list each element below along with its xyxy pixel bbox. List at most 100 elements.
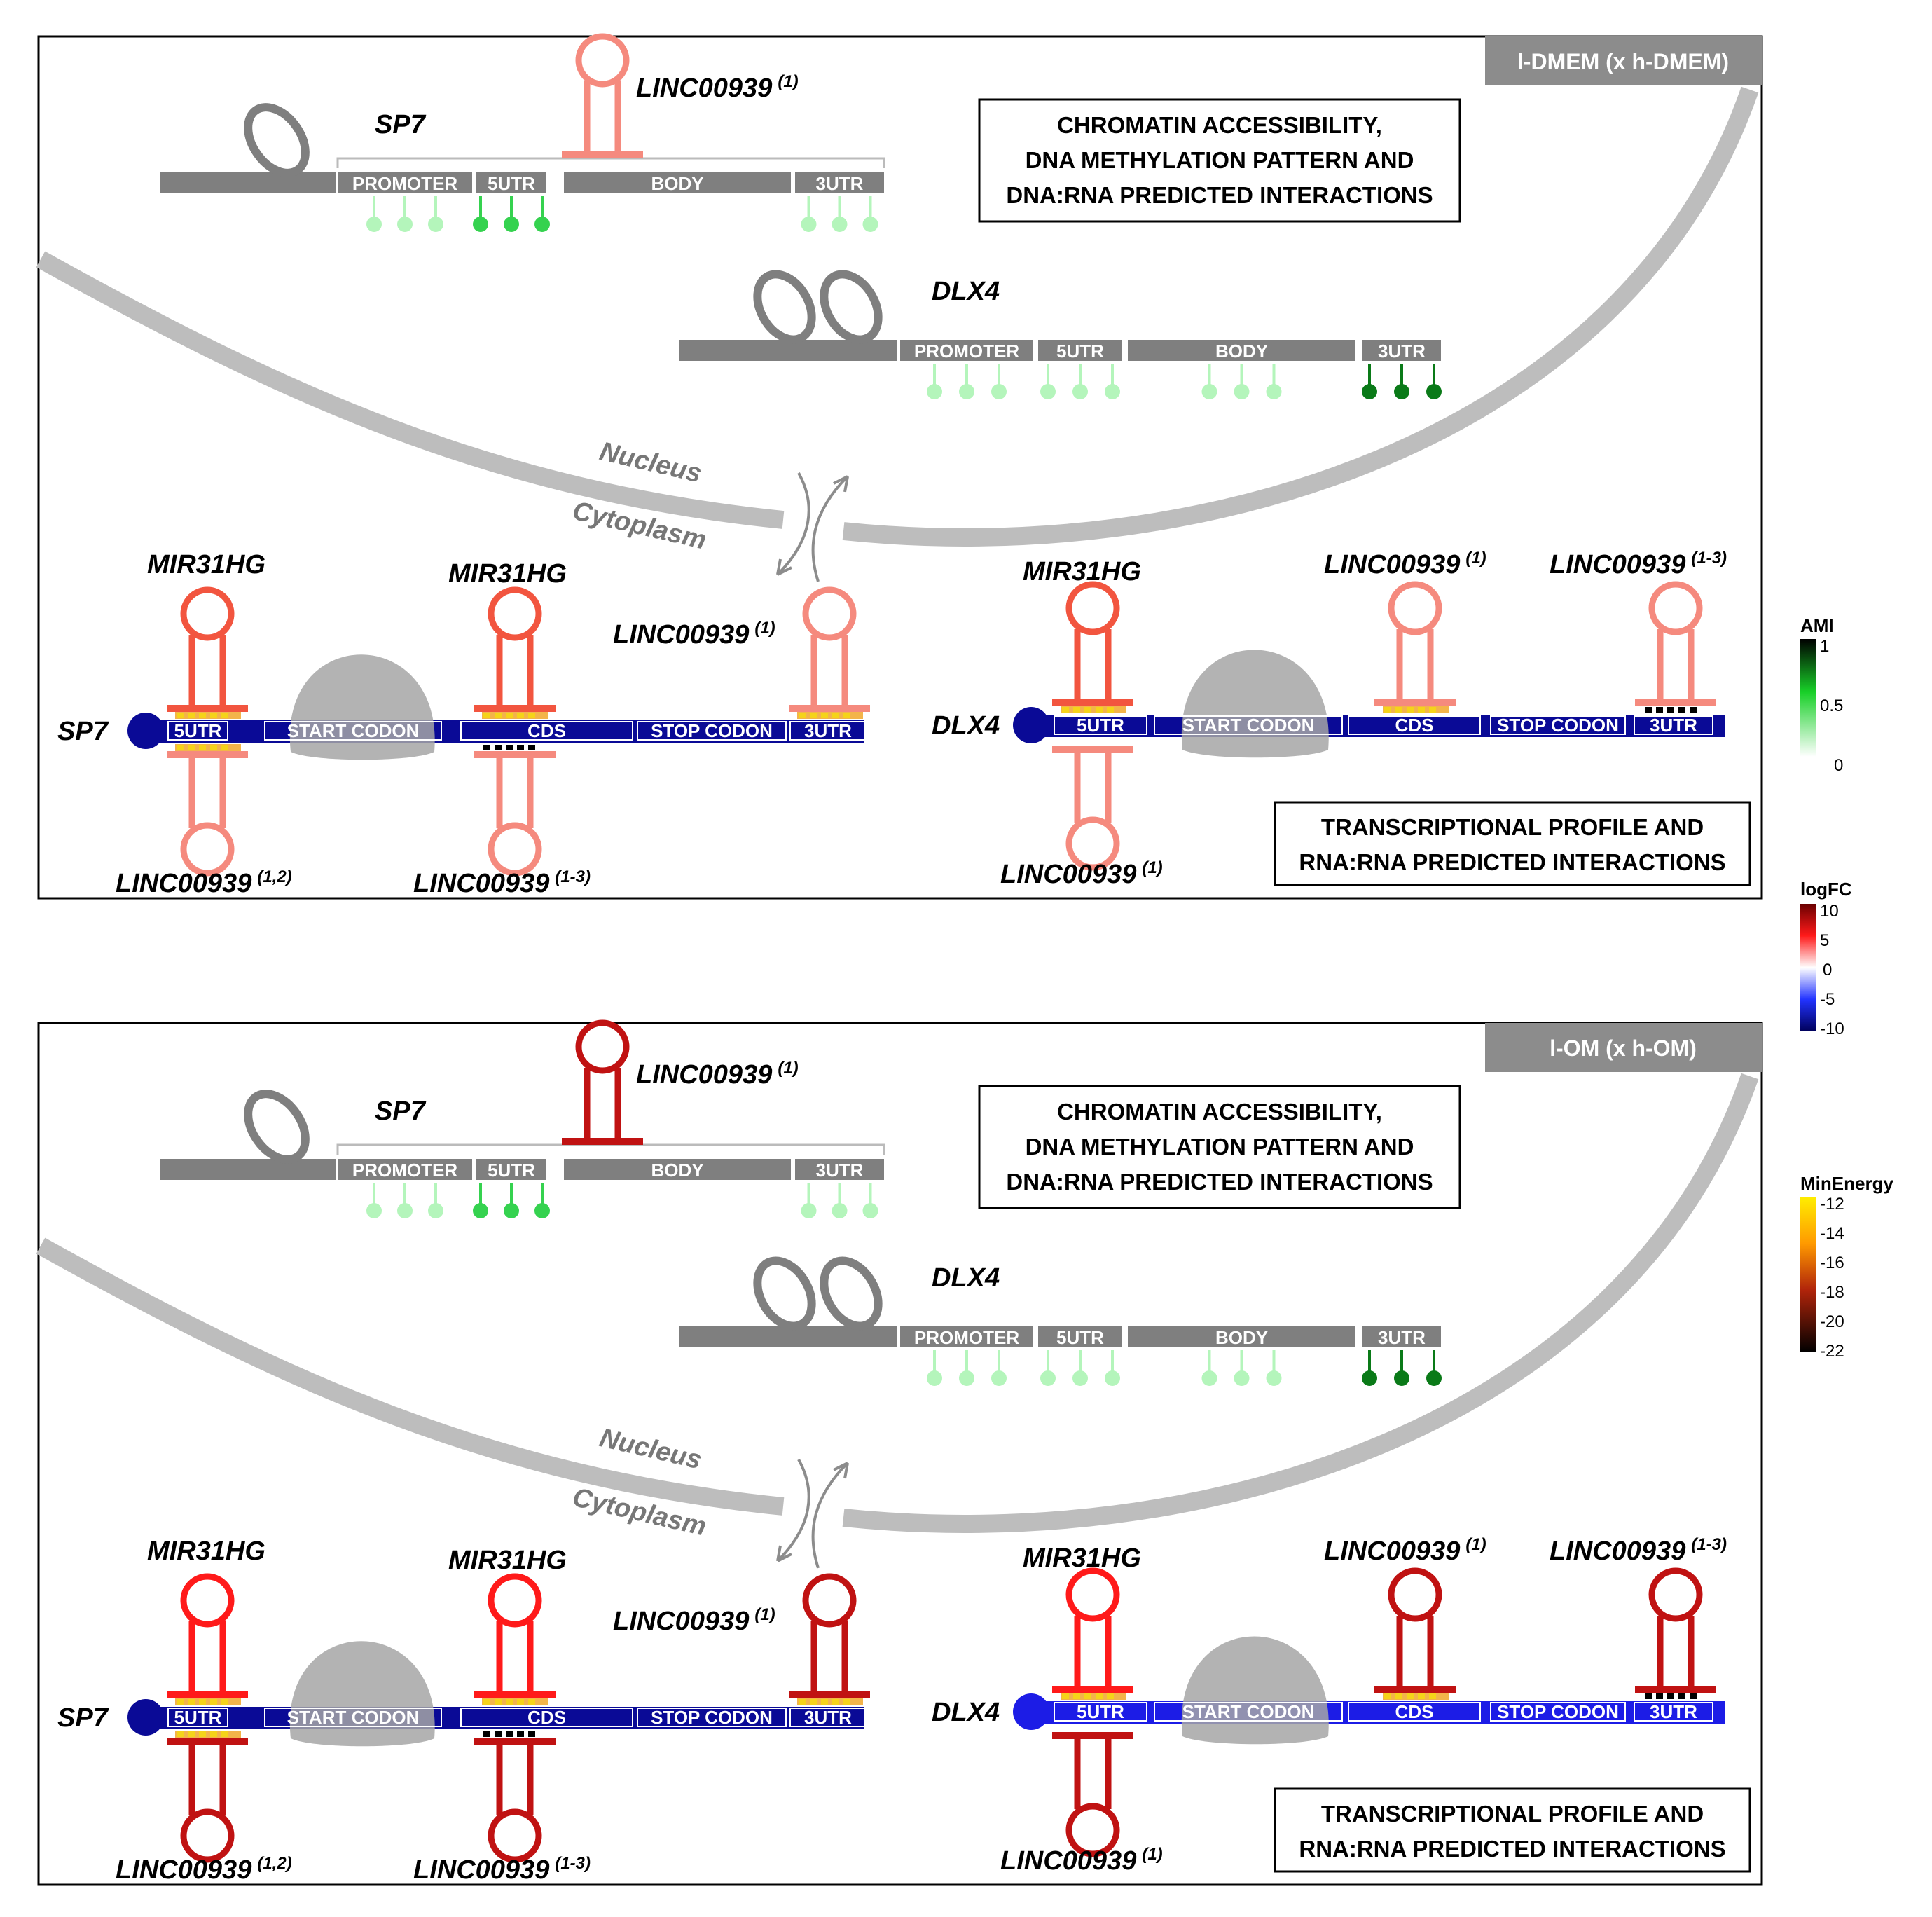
methylation-marker-head	[1040, 1370, 1056, 1386]
basepair-lnc-5utr-bp	[199, 745, 206, 750]
sp7-mrna-segment-label: CDS	[527, 720, 566, 741]
lnc-hairpin-dlx4-3utr-base	[1635, 699, 1716, 706]
lnc-label-dlx4-5utr-sup: (1)	[1142, 1845, 1162, 1864]
nuclear-info-box	[978, 1085, 1461, 1209]
sp7-dna-lnc-hairpin-base	[562, 1138, 643, 1145]
sp7-upstream-dna	[160, 172, 336, 193]
lnc-label-dlx4-3utr-sup: (1-3)	[1691, 549, 1727, 568]
sp7-gene-segment-label: PROMOTER	[352, 173, 457, 194]
methylation-marker-head	[397, 1203, 413, 1218]
basepair-lnc-5utr-bp	[210, 745, 217, 750]
methylation-marker-head	[1234, 1370, 1250, 1386]
basepair-lnc-5utr-bp	[177, 745, 184, 750]
condition-tab	[1485, 36, 1762, 85]
sp7-mrna-segment-label: STOP CODON	[651, 720, 773, 741]
mir31hg-hairpin-5utr-base	[167, 1691, 248, 1698]
basepair-mir-cds-bp	[506, 1699, 513, 1705]
lnc-label-dlx4-5utr: LINC00939(1)	[1000, 858, 1163, 889]
lnc-hairpin-sp7-cds-stem-r	[527, 758, 534, 828]
basepair-lnc-3utr-bp	[810, 713, 817, 718]
sp7-dna-lnc-hairpin-loop	[575, 1019, 630, 1074]
basepair-mir-cds-bp	[528, 713, 535, 718]
sp7-mrna-segment	[460, 721, 633, 741]
dlx4-mrna-segment-label: 5UTR	[1077, 1701, 1124, 1722]
sp7-mrna-segment	[264, 721, 442, 741]
lnc-hairpin-sp7-3utr-stem-l	[810, 1621, 817, 1691]
lnc-hairpin-sp7-cds	[474, 1738, 556, 1863]
minenergy-tick: -22	[1820, 1342, 1844, 1361]
basepair-lnc-dlx4-cds	[1383, 1693, 1449, 1700]
export-arrow-up-head	[833, 475, 849, 493]
methylation-marker-head	[534, 217, 550, 232]
sp7-gene-segment	[564, 1159, 791, 1180]
chromatin-loop	[244, 1090, 310, 1164]
basepair-mir-5utr-bp	[199, 713, 206, 718]
ribosome	[1181, 650, 1329, 758]
dlx4-gene-segment	[1362, 1326, 1441, 1347]
sp7-mrna-segment-label: 5UTR	[174, 1707, 222, 1728]
basepair-mir-cds-bp	[517, 713, 524, 718]
basepair-mir-cds-bp	[528, 1699, 535, 1705]
lnc-hairpin-dlx4-5utr-stem-r	[1105, 753, 1112, 823]
sp7-dna-lnc-label: LINC00939(1)	[636, 1059, 799, 1090]
methylation-marker-head	[1072, 1370, 1088, 1386]
sp7-mrna-label: SP7	[57, 717, 109, 746]
methylation-marker-head	[534, 1203, 550, 1218]
lnc-label-sp7-cds-text: LINC00939	[413, 1855, 549, 1885]
methylation-marker-head	[397, 217, 413, 232]
methylation-marker-head	[366, 1203, 382, 1218]
export-arrow-down-head	[776, 558, 792, 576]
mir31hg-hairpin-5utr-stem-l	[188, 1621, 195, 1691]
basepair-mir-5utr-bp	[177, 713, 184, 718]
panel-frame	[37, 35, 1763, 900]
lnc-hairpin-sp7-5utr	[167, 1738, 248, 1863]
nuclear-membrane-left	[36, 251, 785, 529]
sp7-mrna-segment-label: STOP CODON	[651, 1707, 773, 1728]
dlx4-mrna-segment-label: 3UTR	[1650, 715, 1697, 736]
dlx4-mrna-segment-label: STOP CODON	[1497, 1701, 1619, 1722]
dlx4-gene-segment-label: BODY	[1215, 1327, 1268, 1348]
dlx4-mrna-segment	[1490, 1702, 1626, 1722]
lnc-hairpin-sp7-3utr-stem-r	[841, 1621, 848, 1691]
basepair-mir-cds-bp	[483, 1699, 490, 1705]
basepair-lnc-3utr-bp	[832, 713, 839, 718]
basepair-lnc-dlx4-cds-bp	[1429, 707, 1436, 713]
methylation-marker-head	[1266, 1370, 1282, 1386]
lnc-hairpin-dlx4-3utr-stem-r	[1688, 1616, 1695, 1686]
lnc-hairpin-sp7-cds-stem-l	[496, 758, 503, 828]
mir31hg-hairpin-dlx4-5utr	[1052, 1567, 1133, 1693]
lnc-hairpin-sp7-5utr-stem-l	[188, 1745, 195, 1815]
basepair-lnc-dlx4-3utr-bp	[1678, 1693, 1685, 1699]
lnc-label-sp7-cds-sup: (1-3)	[555, 867, 591, 886]
dlx4-gene-segment	[1128, 1326, 1355, 1347]
logfc-tick: 10	[1820, 902, 1839, 921]
sp7-dna-lnc-hairpin-stem-r	[614, 81, 621, 151]
mir31hg-label: MIR31HG	[147, 1537, 265, 1566]
minenergy-tick: -18	[1820, 1283, 1844, 1302]
basepair-mir-dlx4-bp	[1073, 707, 1080, 713]
lnc-hairpin-dlx4-5utr-stem-l	[1074, 753, 1081, 823]
sp7-gene-label: SP7	[375, 1097, 427, 1126]
logfc-tick: 5	[1820, 931, 1829, 950]
lnc-hairpin-dlx4-3utr-stem-l	[1657, 629, 1664, 699]
dlx4-gene-segment	[1128, 340, 1355, 361]
lnc-hairpin-dlx4-3utr-loop	[1648, 1567, 1703, 1622]
lnc-label-sp7-cds-sup: (1-3)	[555, 1854, 591, 1873]
sp7-gene-segment-label: 5UTR	[488, 1160, 535, 1181]
lnc-label-dlx4-3utr-text: LINC00939	[1550, 550, 1685, 579]
sp7-gene-segment-label: BODY	[651, 1160, 703, 1181]
basepair-mir-dlx4-bp	[1096, 1693, 1103, 1699]
methylation-marker-head	[428, 1203, 443, 1218]
dlx4-gene-segment-label: 3UTR	[1378, 341, 1426, 362]
basepair-mir-5utr-bp	[199, 1699, 206, 1705]
dlx4-mrna-segment	[1054, 715, 1147, 735]
methylation-marker-head	[1234, 384, 1250, 399]
mir31hg-hairpin-cds-base	[474, 1691, 556, 1698]
lnc-hairpin-dlx4-5utr-loop	[1065, 1803, 1120, 1857]
sp7-gene-segment-label: 3UTR	[816, 1160, 864, 1181]
mir31hg-hairpin-cds-loop	[488, 1573, 542, 1628]
